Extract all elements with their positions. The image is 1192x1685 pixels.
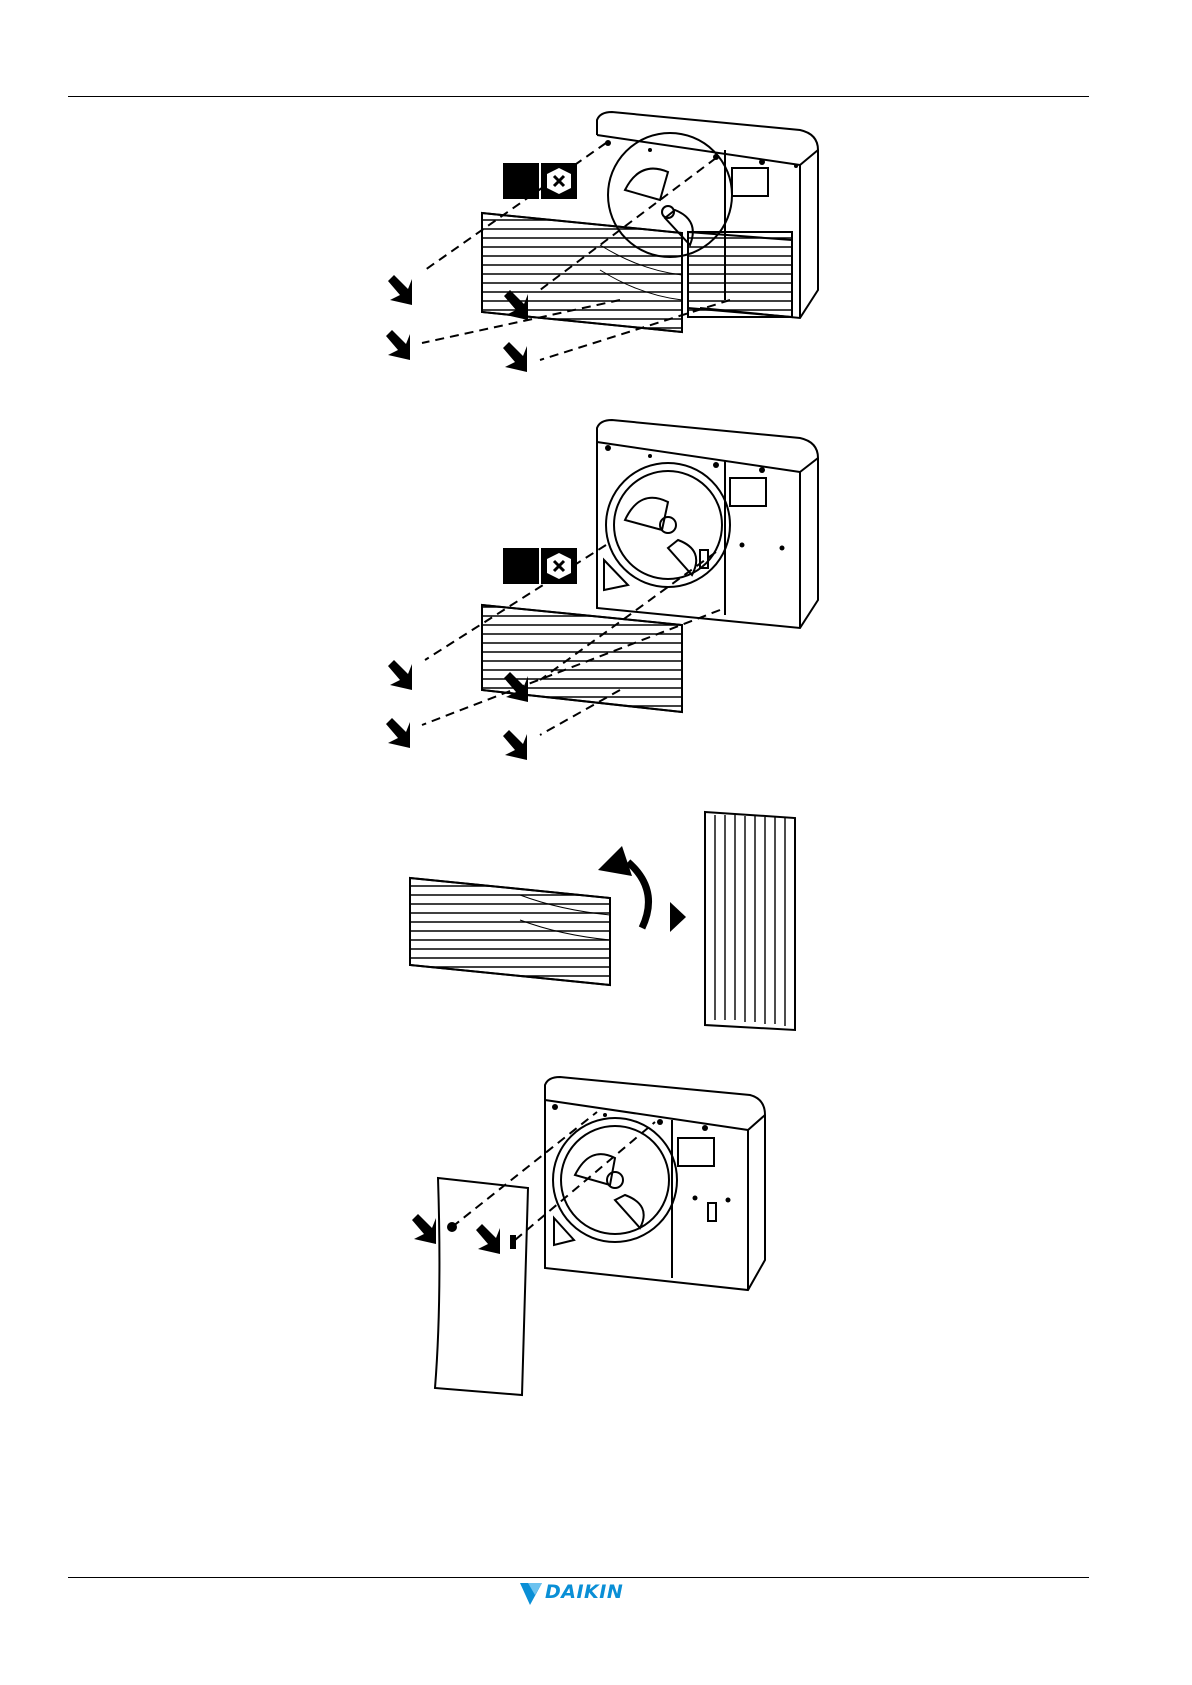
arrow-in-icon — [412, 1214, 436, 1244]
footer-rule — [68, 1577, 1089, 1578]
arrow-out-icon — [503, 342, 527, 372]
arrow-out-icon — [388, 275, 412, 305]
figure-rotate-grille — [410, 812, 795, 1030]
arrow-out-icon — [503, 730, 527, 760]
arrow-out-icon — [386, 330, 410, 360]
arrow-in-icon — [476, 1224, 500, 1254]
arrow-out-icon — [388, 660, 412, 690]
brand-wordmark: DAIKIN — [545, 1581, 623, 1603]
figure-remove-grille-upper — [422, 112, 818, 360]
arrow-out-icon — [386, 718, 410, 748]
figure-remove-grille-lower — [422, 420, 818, 735]
